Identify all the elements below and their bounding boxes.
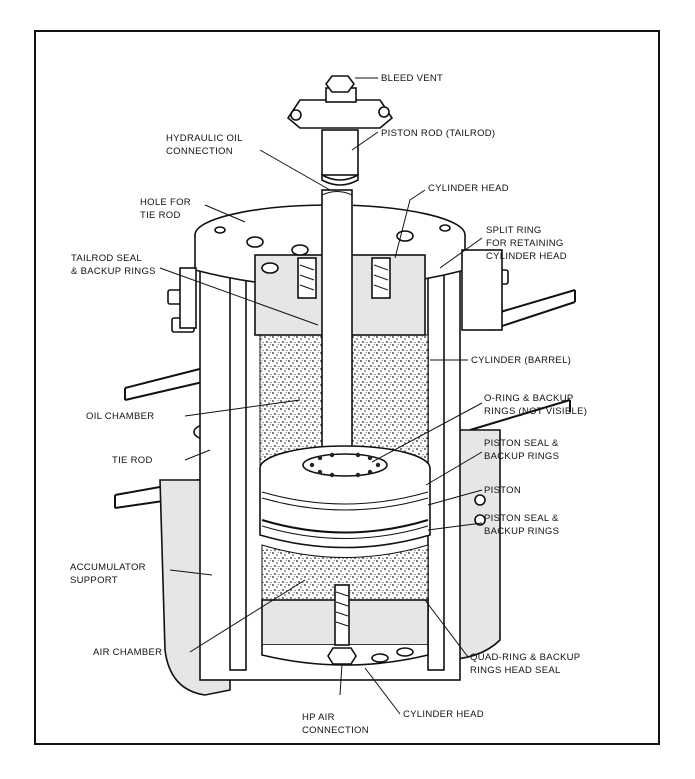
label-piston-seal-lower-backup: BACKUP RINGS <box>484 526 559 537</box>
piston-rod <box>321 189 353 463</box>
label-piston-seal-upper: PISTON SEAL & <box>484 438 559 449</box>
label-oil-chamber: OIL CHAMBER <box>86 411 154 422</box>
label-accumulator-support: SUPPORT <box>70 575 118 586</box>
label-hp-air-connection: CONNECTION <box>302 725 369 736</box>
label-tailrod-backup-rings: & BACKUP RINGS <box>71 266 156 277</box>
label-cylinder-barrel: CYLINDER (BARREL) <box>471 355 571 366</box>
label-quad-ring: QUAD-RING & BACKUP <box>470 652 580 663</box>
label-bleed-vent: BLEED VENT <box>381 73 443 84</box>
label-accumulator: ACCUMULATOR <box>70 562 146 573</box>
outer-bolts <box>167 249 509 333</box>
label-piston-seal-lower: PISTON SEAL & <box>484 513 559 524</box>
label-cylinder-head-bottom: CYLINDER HEAD <box>403 709 484 720</box>
label-split-ring-cylinder-head: CYLINDER HEAD <box>486 251 567 262</box>
label-oring-not-visible: RINGS (NOT VISIBLE) <box>484 406 587 417</box>
label-air-chamber: AIR CHAMBER <box>93 647 162 658</box>
bleed-vent-assembly <box>286 75 394 186</box>
label-hp-air: HP AIR <box>302 712 335 723</box>
piston <box>259 445 431 549</box>
label-piston-rod: PISTON ROD (TAILROD) <box>381 128 495 139</box>
label-split-ring: SPLIT RING <box>486 225 542 236</box>
callout-labels: BLEED VENT HYDRAULIC OIL CONNECTION PIST… <box>70 73 587 736</box>
label-split-ring-for-retaining: FOR RETAINING <box>486 238 564 249</box>
label-oring: O-RING & BACKUP <box>484 393 574 404</box>
label-quad-ring-head-seal: RINGS HEAD SEAL <box>470 665 561 676</box>
label-piston: PISTON <box>484 485 521 496</box>
air-chamber-fill <box>261 544 429 601</box>
label-hydraulic-oil-connection: CONNECTION <box>166 146 233 157</box>
figure-frame <box>34 30 660 745</box>
leader-lines <box>159 77 483 715</box>
label-hydraulic-oil: HYDRAULIC OIL <box>166 133 243 144</box>
label-tie-rod-hole: TIE ROD <box>140 210 181 221</box>
label-tailrod-seal: TAILROD SEAL <box>71 253 142 264</box>
label-hole-for: HOLE FOR <box>140 197 191 208</box>
label-piston-seal-upper-backup: BACKUP RINGS <box>484 451 559 462</box>
label-tie-rod: TIE ROD <box>112 455 153 466</box>
lower-cylinder-head <box>261 584 429 666</box>
label-cylinder-head-top: CYLINDER HEAD <box>428 183 509 194</box>
